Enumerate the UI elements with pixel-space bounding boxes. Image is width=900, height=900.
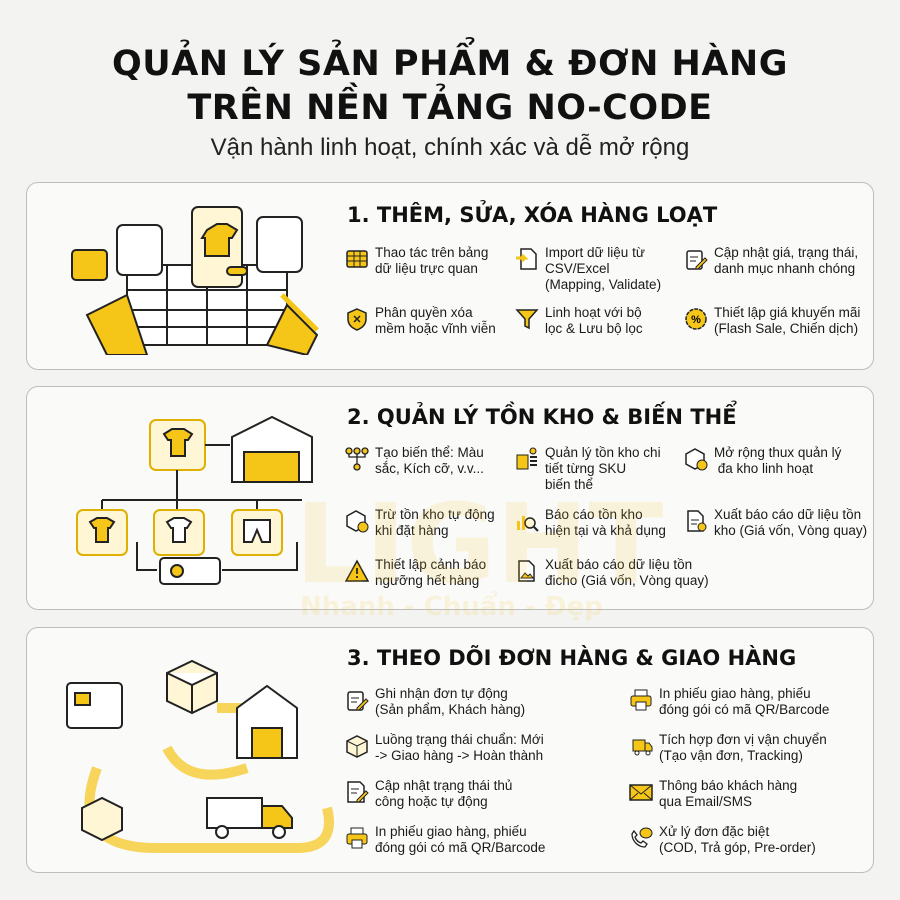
feature-item: Báo cáo tồn kho hiện tại và khả dụng xyxy=(515,507,666,539)
mail-icon xyxy=(629,784,653,801)
feature-item: Thiết lập cảnh báo ngưỡng hết hàng xyxy=(345,557,486,589)
percent-badge-icon: % xyxy=(685,308,707,330)
printer-icon xyxy=(346,827,368,849)
title-line-1: QUẢN LÝ SẢN PHẨM & ĐƠN HÀNG xyxy=(112,44,788,84)
section-inventory: 2. QUẢN LÝ TỒN KHO & BIẾN THỂ Tạo biến t… xyxy=(26,386,874,610)
section-bulk-edit: 1. THÊM, SỬA, XÓA HÀNG LOẠT Thao tác trê… xyxy=(26,182,874,370)
feature-item: Luồng trạng thái chuẩn: Mới -> Giao hàng… xyxy=(345,732,544,764)
feature-item: In phiếu giao hàng, phiếu đóng gói có mã… xyxy=(629,686,829,718)
section-orders-shipping: 3. THEO DÕI ĐƠN HÀNG & GIAO HÀNG Ghi nhậ… xyxy=(26,627,874,873)
feature-item: Thao tác trên bảng dữ liệu trực quan xyxy=(345,245,488,277)
feature-item: Phân quyền xóa mềm hoặc vĩnh viễn xyxy=(345,305,496,337)
feature-item: Quản lý tồn kho chi tiết từng SKU biến t… xyxy=(515,445,661,493)
phone-chat-icon xyxy=(631,827,653,848)
bulk-edit-illustration xyxy=(71,206,319,355)
subtitle: Vận hành linh hoạt, chính xác và dễ mở r… xyxy=(210,134,690,161)
section-title: 2. QUẢN LÝ TỒN KHO & BIẾN THỂ xyxy=(347,405,737,429)
feature-item: Tích hợp đơn vị vận chuyển (Tạo vận đơn,… xyxy=(629,732,827,764)
feature-item: Cập nhật trạng thái thủ công hoặc tự độn… xyxy=(345,778,512,810)
clipboard-edit-icon xyxy=(686,250,708,270)
feature-item: Xuất báo cáo dữ liệu tồn đicho (Giá vốn,… xyxy=(515,557,709,589)
feature-item: Thông báo khách hàng qua Email/SMS xyxy=(629,778,797,810)
import-file-icon xyxy=(516,248,537,270)
sku-stock-icon xyxy=(516,447,537,470)
export-doc-icon xyxy=(687,510,707,532)
feature-item: Mở rộng thux quản lý đa kho linh hoạt xyxy=(684,445,841,477)
feature-item: Xuất báo cáo dữ liệu tồn kho (Giá vốn, V… xyxy=(684,507,867,539)
shield-x-icon xyxy=(347,308,367,331)
feature-item: Ghi nhận đơn tự động (Sản phẩm, Khách hà… xyxy=(345,686,525,718)
inventory-illustration xyxy=(76,415,313,585)
truck-icon xyxy=(632,739,653,756)
order-shipping-illustration xyxy=(66,659,334,853)
feature-item: Xử lý đơn đặc biệt (COD, Trả góp, Pre-or… xyxy=(629,824,816,856)
variant-tree-icon xyxy=(345,447,369,471)
image-doc-icon xyxy=(518,560,535,582)
feature-item: Cập nhật giá, trạng thái, danh mục nhanh… xyxy=(684,245,858,277)
title-line-2: TRÊN NỀN TẢNG NO-CODE xyxy=(187,88,713,128)
clipboard-edit-icon xyxy=(347,691,369,711)
feature-item: Linh hoạt với bộ lọc & Lưu bộ lọc xyxy=(515,305,643,337)
box-deduct-icon xyxy=(346,510,369,533)
section-title: 3. THEO DÕI ĐƠN HÀNG & GIAO HÀNG xyxy=(347,646,797,670)
feature-item: Tạo biến thể: Màu sắc, Kích cỡ, v.v... xyxy=(345,445,484,477)
svg-text:%: % xyxy=(691,314,701,326)
feature-item: Import dữ liệu từ CSV/Excel (Mapping, Va… xyxy=(515,245,661,293)
filter-icon xyxy=(515,309,539,330)
feature-item: %Thiết lập giá khuyến mãi (Flash Sale, C… xyxy=(684,305,860,337)
table-icon xyxy=(346,250,368,268)
printer-qr-icon xyxy=(630,689,652,711)
feature-item: Trừ tồn kho tự động khi đặt hàng xyxy=(345,507,495,539)
warning-icon xyxy=(345,559,369,582)
multi-warehouse-icon xyxy=(685,448,708,471)
report-search-icon xyxy=(517,516,539,532)
section-title: 1. THÊM, SỬA, XÓA HÀNG LOẠT xyxy=(347,203,718,227)
feature-item: In phiếu giao hàng, phiếu đóng gói có mã… xyxy=(345,824,545,856)
box-icon xyxy=(346,735,368,758)
doc-edit-icon xyxy=(347,781,369,803)
